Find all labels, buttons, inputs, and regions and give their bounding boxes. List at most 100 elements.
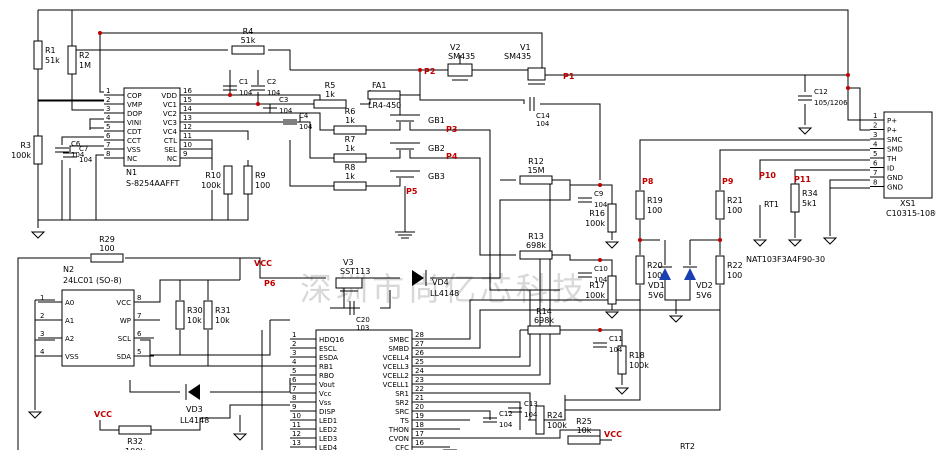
resistor-r12-ref: R12 <box>528 157 544 166</box>
net-p2: P2 <box>424 67 435 76</box>
resistor-r5-value: 1k <box>325 90 335 99</box>
net-p5: P5 <box>406 187 418 196</box>
net-labels: P1 P2 P3 P4 P5 P6 P8 P9 P10 P11 VCC VCC … <box>94 67 811 439</box>
n2-pinnum-r4: 5 <box>137 348 141 356</box>
n1-pin-r3: VC2 <box>163 110 177 118</box>
n3-pin-r3: VCELL4 <box>383 354 410 362</box>
resistor-r2-ref: R2 <box>79 51 90 60</box>
capacitor-c10-ref: C10 <box>594 265 608 273</box>
n2-pinnum-1: 1 <box>40 294 44 302</box>
n2-pin-2: A1 <box>65 317 74 325</box>
fet-v3-part: SST113 <box>340 267 370 276</box>
n3-pin-2: ESCL <box>319 345 337 353</box>
ground-7 <box>787 239 803 247</box>
n3-pin-r5: VCELL2 <box>383 372 409 380</box>
resistor-r29-value: 100 <box>99 244 114 253</box>
resistor-r8-value: 1k <box>345 172 355 181</box>
ground-symbols <box>27 127 838 450</box>
n1-pinnum-8: 8 <box>106 150 110 158</box>
capacitor-c20-ref: C20 <box>356 316 370 324</box>
n1-pinnum-r6: 11 <box>183 132 192 140</box>
resistor-r24-ref: R24 <box>547 411 563 420</box>
capacitor-c13-ref: C13 <box>524 400 538 408</box>
thermistor-rt1: RT1 <box>764 200 779 209</box>
capacitor-c11-value: 104 <box>609 346 623 354</box>
n3-pin-8: Vss <box>319 399 331 407</box>
n3-pinnum-10: 10 <box>292 412 301 420</box>
resistor-r9-ref: R9 <box>255 171 266 180</box>
resistor-r14-value: 698k <box>534 316 554 325</box>
n3-pin-r1: SMBC <box>389 336 409 344</box>
n3-pin-r13: CFC <box>395 444 409 450</box>
n3-pinnum-3: 3 <box>292 349 296 357</box>
resistor-r34-value: 5k1 <box>802 199 817 208</box>
n1-pinnum-5: 5 <box>106 123 110 131</box>
xs1-pinnum-8: 8 <box>873 179 877 187</box>
n3-pinnum-r6: 23 <box>415 376 424 384</box>
resistor-r3-ref: R3 <box>20 141 31 150</box>
resistor-r31-ref: R31 <box>215 306 231 315</box>
n3-pin-r2: SMBD <box>388 345 409 353</box>
resistor-r30-value: 10k <box>187 316 202 325</box>
xs1-pin-5: TH <box>886 155 897 163</box>
zener-vd1-ref: VD1 <box>648 281 665 290</box>
ground-2 <box>797 127 813 135</box>
n3-pinnum-r9: 20 <box>415 403 424 411</box>
n3-pin-r11: THON <box>388 426 409 434</box>
resistor-r8-ref: R8 <box>345 163 356 172</box>
n3-pinnum-r11: 18 <box>415 421 424 429</box>
resistor-r18-value: 100k <box>629 361 649 370</box>
mosfet-v1: V1 SM435 <box>504 43 546 85</box>
capacitor-c9-value: 104 <box>594 201 608 209</box>
net-p10: P10 <box>759 171 776 180</box>
n3-pin-r4: VCELL3 <box>383 363 409 371</box>
resistor-r30-ref: R30 <box>187 306 203 315</box>
resistor-r4-ref: R4 <box>243 27 254 36</box>
n1-pin-5: CDT <box>127 128 142 136</box>
n3-pin-r12: CVON <box>389 435 409 443</box>
n3-pinnum-r1: 28 <box>415 331 424 339</box>
resistor-r13-value: 698k <box>526 241 546 250</box>
resistor-r4-value: 51k <box>241 36 256 45</box>
n1-pinnum-r4: 13 <box>183 114 192 122</box>
xs1-pinnum-1: 1 <box>873 112 877 120</box>
n2-pinnum-3: 3 <box>40 330 44 338</box>
capacitor-c12-value: 105/1206 <box>814 99 848 107</box>
wires-n3 <box>418 179 720 448</box>
capacitor-c20-value: 103 <box>356 324 369 332</box>
zener-vd1: VD1 5V6 <box>648 266 672 300</box>
n3-pinnum-r4: 25 <box>415 358 424 366</box>
n3-pinnum-6: 6 <box>292 376 297 384</box>
n3-pin-7: Vcc <box>319 390 332 398</box>
diode-vd3-ref: VD3 <box>186 405 203 414</box>
ic-n2-part: 24LC01 (SO-8) <box>63 276 122 285</box>
net-p4: P4 <box>446 152 458 161</box>
xs1-pin-4: SMD <box>887 146 903 154</box>
n3-pinnum-r3: 26 <box>415 349 424 357</box>
capacitor-c6-value: 104 <box>71 151 85 159</box>
wires-top <box>37 9 870 228</box>
capacitors: C1104C2104C3104C4104C6104C7104C9104C1010… <box>55 78 848 429</box>
capacitor-c12b-value: 104 <box>499 421 513 429</box>
n2-pinnum-r2: 7 <box>137 312 141 320</box>
n1-pinnum-7: 7 <box>106 141 110 149</box>
n1-pin-r4: VC3 <box>163 119 177 127</box>
mosfet-v2-ref: V2 <box>450 43 461 52</box>
diode-vd4-ref: VD4 <box>432 278 449 287</box>
xs1-pin-6: ID <box>887 165 894 173</box>
n1-pin-8: NC <box>127 155 137 163</box>
resistor-r16-value: 100k <box>585 219 605 228</box>
n2-pin-1: A0 <box>65 299 74 307</box>
n3-pinnum-r10: 19 <box>415 412 424 420</box>
resistor-r21-ref: R21 <box>727 196 743 205</box>
resistor-r20-ref: R20 <box>647 261 663 270</box>
